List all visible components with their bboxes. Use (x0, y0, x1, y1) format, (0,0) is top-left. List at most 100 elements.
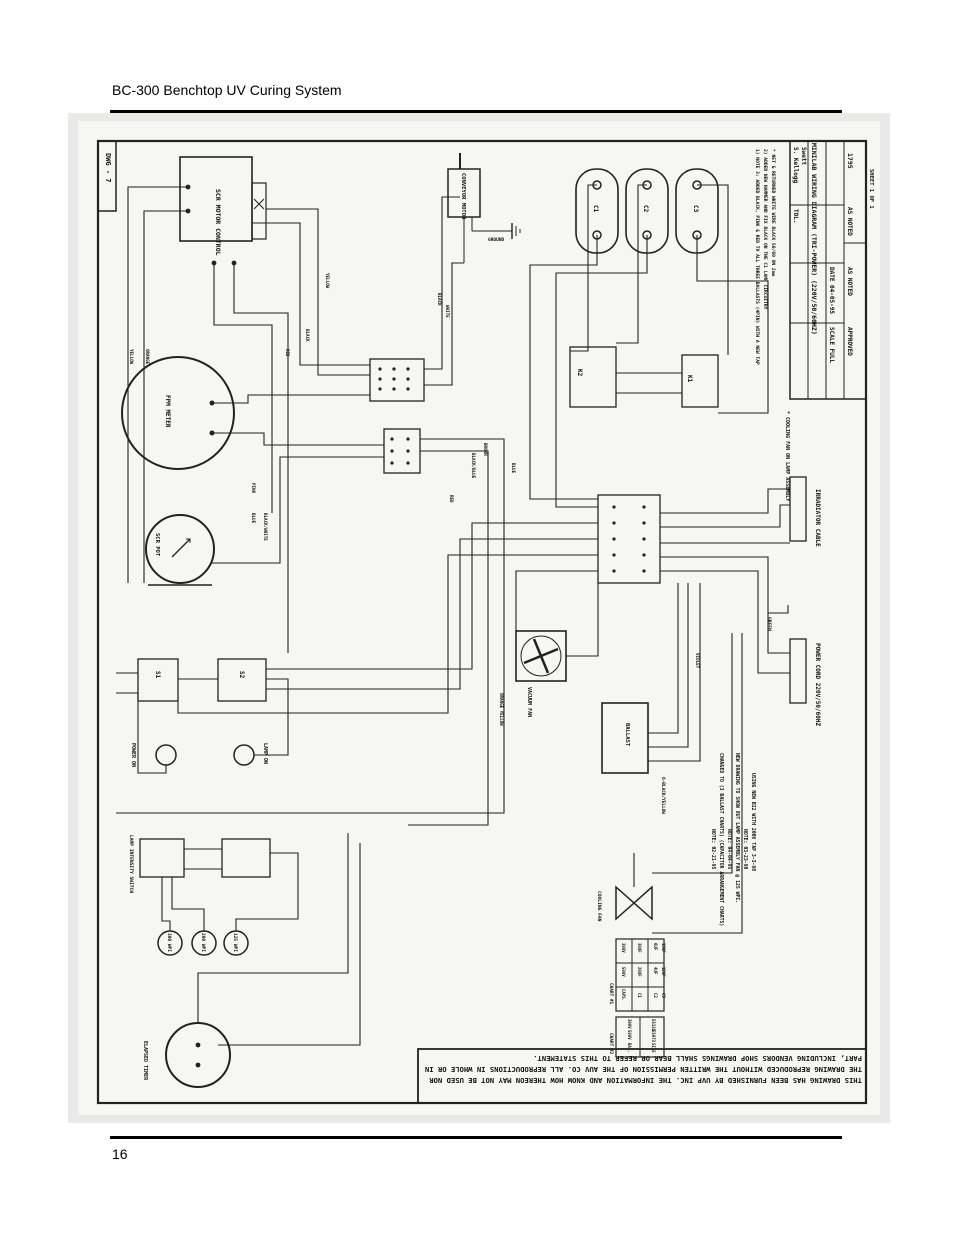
capacitor-chart-1: CHART #1 CAPS. 500V 300V C1 20UF 30UF C2… (608, 938, 666, 1012)
wire-label-blue: BLUE (251, 513, 256, 524)
lamp-intensity-switch-label: LAMP INTENSITY SWITCH (128, 835, 134, 893)
wiring-diagram-scan: DWG - 7 MINILAB WIRING DIAGRAM (TRI-POWE… (68, 113, 890, 1123)
irradiator-cable-label: IRRADIATOR CABLE (814, 489, 821, 547)
wattage-125-label: 125 WPI (232, 933, 238, 952)
drawing-number: DWG - 7 (104, 153, 112, 183)
title-block-drawn-by: S. Kellogg (792, 147, 799, 184)
wire-label-pink: PINK (251, 483, 256, 494)
chart2-header-bal: BAL. (627, 1043, 632, 1053)
elapsed-timer-label: ELAPSED TIMER (142, 1041, 148, 1081)
revision-5: NOTE: 03-23-98 (742, 829, 748, 870)
wiring-notes: 1) NOTE 3: ADDED BLACK, PINK & RED TO AL… (754, 149, 776, 365)
switch-s1-label: S1 (154, 671, 161, 679)
conveyor-ground-label: GROUND (488, 237, 505, 243)
footer-rule (110, 1136, 842, 1139)
chart1-row2-500v: 4UF (653, 967, 658, 975)
conveyor-motor-label: CONVEYOR MOTOR (460, 173, 466, 220)
scr-pot-label: SCR POT (154, 533, 160, 557)
chart1-row1-300v: 30UF (637, 943, 642, 953)
chart2-title: CHART #2 (608, 1033, 614, 1055)
cooling-fan-note: * COOLING FAN ON LAMP ASSEMBLY (784, 411, 790, 501)
wire-label-yellow: YELLOW (325, 273, 330, 289)
power-cord-label: POWER CORD 220V/50/60HZ (814, 643, 821, 726)
lamp-c1-label: C1 (592, 205, 599, 213)
chart1-row3-cap: C3 (661, 993, 666, 998)
lamp-c2-label: C2 (642, 205, 649, 213)
ballast-label: BALLAST (624, 723, 630, 747)
revision-3: NOTE: 04-04-95 (726, 829, 732, 870)
header-rule (110, 110, 842, 113)
page-number: 16 (112, 1146, 128, 1162)
revision-notes: NOTE: 02-21-95 CHANGED TO (3 BALLAST CHA… (710, 753, 756, 926)
wire-label-black-2: BLACK (437, 293, 442, 306)
chart2-header-500v: 500V (627, 1030, 632, 1040)
title-block: MINILAB WIRING DIAGRAM (TRI-POWER) (220V… (789, 140, 874, 400)
chart1-header-500v: 500V (621, 967, 626, 977)
note-1: 1) NOTE 3: ADDED BLACK, PINK & RED TO AL… (754, 149, 760, 365)
conveyor-motor: CONVEYOR MOTOR GROUND (447, 153, 521, 263)
title-block-tol: TOL. (792, 209, 799, 223)
revision-4: NEW DRAWING TO SHOW 8UT LAMP ASSEMBLY FA… (734, 753, 740, 903)
switches: S1 S2 (137, 658, 267, 702)
disclaimer-text: THIS DRAWING HAS BEEN FURNISHED BY UVP I… (424, 1054, 862, 1085)
title-block-checked-by: Swett (800, 147, 807, 165)
title-block-finish-value: AS NOTED (846, 207, 853, 236)
title-block-date: DATE 04-05-95 (828, 267, 835, 314)
disclaimer-box: THIS DRAWING HAS BEEN FURNISHED BY UVP I… (417, 1048, 867, 1104)
chart1-row1-cap: C1 (637, 993, 642, 998)
note-3: * NET & RETURNED WHITE WIRE BLACK 50/60 … (770, 149, 776, 276)
wire-label-blue-2: BLUE (511, 463, 516, 474)
title-block-approved: APPROVED (846, 327, 853, 356)
chart2-row1-500v: ES973 (651, 1030, 656, 1043)
ballast-note: O-BLACK/YELLOW (660, 777, 666, 814)
chart1-row1-500v: 20UF (637, 967, 642, 977)
lamp-on-label: LAMP ON (262, 743, 268, 764)
switch-s2-label: S2 (238, 671, 245, 679)
scr-motor-control-label: SCR MOTOR CONTROL (214, 189, 222, 256)
lamp-c3-label: C3 (692, 205, 699, 213)
power-cord: POWER CORD 220V/50/60HZ GREEN (766, 617, 821, 726)
title-block-scale: SCALE FULL (828, 327, 835, 364)
power-on-label: POWER ON (130, 743, 136, 767)
chart1-row2-cap: C2 (653, 993, 658, 998)
chart2-row1-300v: ES131 (651, 1019, 656, 1032)
wire-label-orange: ORANGE (145, 349, 150, 365)
revision-1: NOTE: 02-21-95 (710, 829, 716, 870)
revision-6: USING NEW BI2 WITH 200V TAP 3-3-98 (750, 773, 756, 871)
wire-label-red-2: RED (449, 495, 454, 503)
cooling-fan: COOLING FAN (596, 885, 653, 922)
irradiator-cable: IRRADIATOR CABLE * COOLING FAN ON LAMP A… (784, 411, 821, 547)
relays: K2 K1 (569, 346, 719, 408)
title-block-sheet: SHEET 1 OF 1 (868, 169, 874, 209)
chart1-title: CHART #1 (608, 983, 614, 1005)
relay-k1-label: K1 (686, 375, 693, 383)
wire-label-black-white: BLACK/WHITE (263, 513, 268, 541)
vacuum-fan: VACUUM FAN (515, 630, 567, 717)
relay-k2-label: K2 (576, 369, 583, 377)
document-header-title: BC-300 Benchtop UV Curing System (112, 82, 342, 98)
wattage-200-label: 200 WPI (200, 933, 206, 952)
title-block-part-no: 1795 (846, 153, 854, 169)
green-wire-label: GREEN (766, 617, 772, 631)
note-2: 2) ADDED NEW HAMMER AND FIX BLACK ON THE… (762, 149, 768, 310)
wattage-300-label: 300 WPI (166, 933, 172, 952)
wattage-selectors: 300 WPI 200 WPI 125 WPI (157, 930, 249, 956)
fpm-meter-label: FPM METER (164, 395, 171, 428)
chart1-header-caps: CAPS. (621, 989, 626, 1001)
cooling-fan-label: COOLING FAN (596, 891, 602, 922)
ballast: BALLAST O-BLACK/YELLOW (601, 702, 666, 814)
wire-label-violet: VIOLET (695, 653, 700, 669)
wire-label-black: BLACK (305, 329, 310, 342)
scr-pot: SCR POT (145, 514, 215, 586)
wire-label-orange-yellow: ORANGE YELLOW (499, 693, 504, 726)
wire-label-yellow-2: YELLOW (129, 349, 134, 365)
chart1-row3-500v: 12UF (661, 967, 666, 977)
chart1-row3-300v: 13UF (661, 943, 666, 953)
wiring-lines (116, 184, 790, 1046)
wire-label-black-blue: BLACK/BLUE (471, 453, 476, 479)
title-block-title: MINILAB WIRING DIAGRAM (TRI-POWER) (220V… (810, 143, 818, 335)
fpm-meter: FPM METER (121, 356, 235, 470)
drawing-number-box: DWG - 7 (97, 140, 117, 212)
revision-2: CHANGED TO (3 BALLAST CHARTS) (CAPACITOR… (718, 753, 724, 926)
chart2-header-300v: 300V (627, 1019, 632, 1029)
